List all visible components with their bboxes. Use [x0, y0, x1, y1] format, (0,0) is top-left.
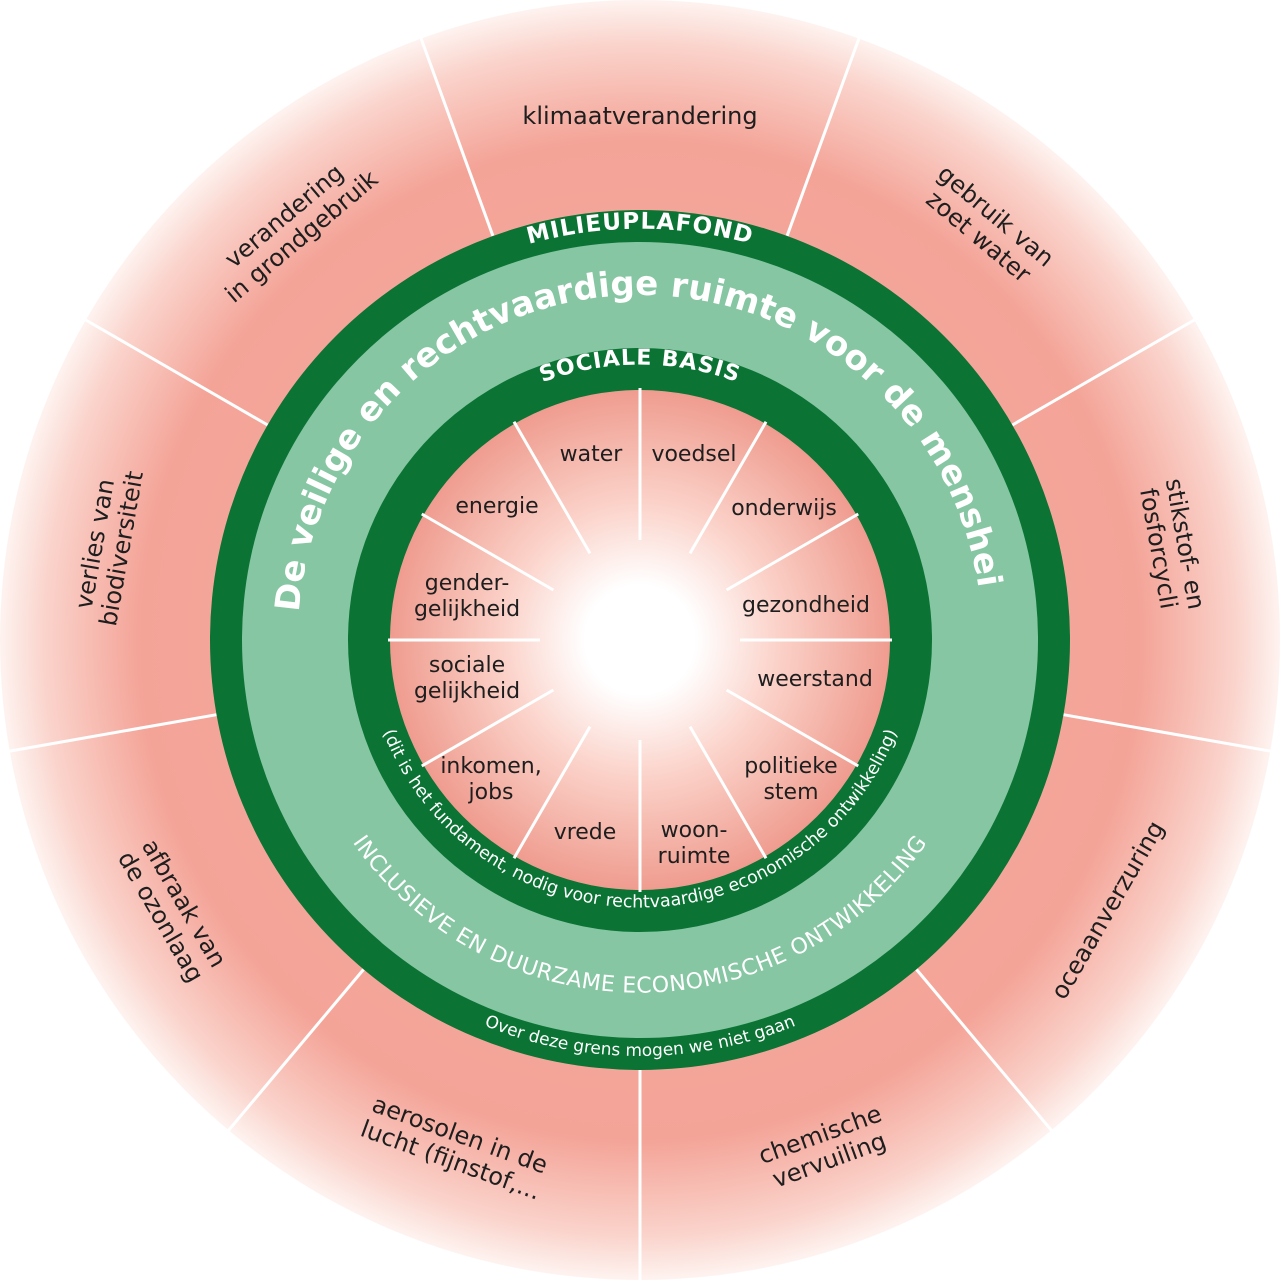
ceiling-divider — [417, 33, 495, 237]
foundation-dividers — [388, 388, 892, 892]
ceiling-dividers — [4, 33, 1276, 1285]
foundation-label: inkomen,jobs — [440, 754, 541, 805]
foundation-label-line: jobs — [468, 780, 514, 805]
foundation-divider — [688, 725, 768, 859]
foundation-label-line: gender- — [425, 571, 510, 596]
foundation-label-line: energie — [455, 494, 538, 519]
foundation-label-line: weerstand — [757, 667, 873, 692]
foundation-label: water — [560, 442, 624, 467]
foundation-label: onderwijs — [731, 496, 837, 521]
foundation-label: weerstand — [757, 667, 873, 692]
foundation-label: vrede — [554, 820, 617, 845]
ceiling-divider — [915, 968, 1056, 1136]
foundation-label-line: inkomen, — [440, 754, 541, 779]
foundation-label-line: woon- — [661, 818, 728, 843]
foundation-label-line: gelijkheid — [414, 679, 520, 704]
foundation-label: woon-ruimte — [658, 818, 731, 869]
foundation-divider — [725, 512, 859, 592]
foundation-label-line: vrede — [554, 820, 617, 845]
foundation-divider — [725, 688, 859, 768]
foundation-label-line: voedsel — [651, 442, 736, 467]
foundation-label: energie — [455, 494, 538, 519]
ceiling-divider — [80, 316, 269, 427]
foundation-divider — [512, 421, 592, 555]
ceiling-divider — [224, 968, 365, 1136]
foundation-divider — [421, 688, 555, 768]
foundation-divider — [421, 512, 555, 592]
ceiling-divider — [1011, 316, 1200, 427]
foundation-label-line: water — [560, 442, 624, 467]
foundation-label-line: gelijkheid — [414, 597, 520, 622]
foundation-divider — [512, 725, 592, 859]
foundation-label-line: ruimte — [658, 844, 731, 869]
foundation-label-line: stem — [763, 780, 818, 805]
foundation-label-line: politieke — [744, 754, 837, 779]
social-foundation-area — [390, 390, 890, 890]
ceiling-label: klimaatverandering — [522, 102, 757, 130]
foundation-label-line: onderwijs — [731, 496, 837, 521]
foundation-label-line: sociale — [429, 653, 505, 678]
foundation-label: gezondheid — [742, 593, 870, 618]
foundation-labels: water voedsel onderwijs gezondheid weerstand… — [414, 442, 873, 869]
foundation-label: gender-gelijkheid — [414, 571, 520, 622]
ceiling-label-line: klimaatverandering — [522, 102, 757, 130]
ceiling-divider — [785, 33, 863, 237]
ceiling-divider — [4, 713, 217, 754]
ceiling-divider — [1063, 713, 1276, 754]
foundation-divider — [688, 421, 768, 555]
foundation-label: voedsel — [651, 442, 736, 467]
foundation-label-line: gezondheid — [742, 593, 870, 618]
